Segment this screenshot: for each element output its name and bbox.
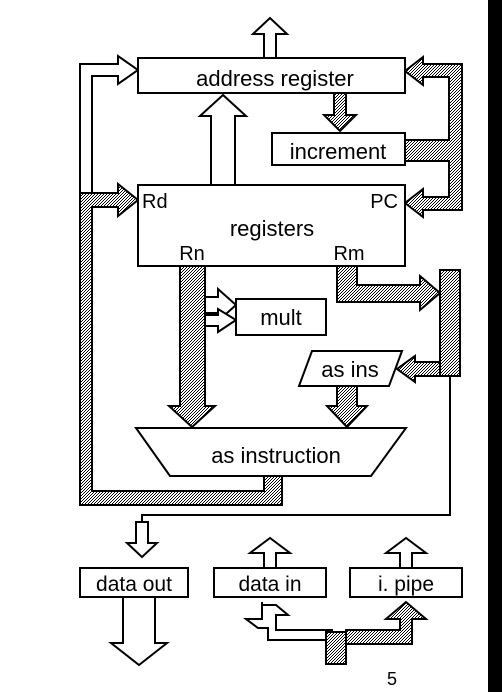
mult-box bbox=[235, 298, 327, 336]
data-out-in-arrow bbox=[124, 521, 160, 559]
rn-to-mult-arrow bbox=[204, 286, 238, 324]
pc-loop-bus bbox=[403, 54, 463, 220]
data-in-up-arrow bbox=[247, 536, 293, 569]
address-to-increment-arrow bbox=[321, 92, 359, 133]
as-ins-label: as ins bbox=[321, 357, 378, 382]
data-out-arrow bbox=[108, 596, 170, 667]
rm-label: Rm bbox=[333, 243, 364, 265]
data-out-box bbox=[79, 567, 189, 598]
memory-to-data-in-line bbox=[243, 602, 333, 641]
rn-to-alu-bus bbox=[166, 265, 218, 429]
alu-label: as instruction bbox=[211, 443, 341, 468]
shifter-to-alu-arrow bbox=[324, 385, 370, 429]
rn-label: Rn bbox=[179, 243, 205, 265]
address-register-box bbox=[137, 57, 406, 94]
data-in-box bbox=[213, 567, 327, 598]
registers-label: registers bbox=[230, 216, 314, 241]
increment-label: increment bbox=[290, 139, 387, 164]
data-in-label: data in bbox=[238, 573, 301, 596]
address-out-arrow bbox=[250, 16, 290, 59]
alu-box bbox=[134, 427, 408, 477]
right-edge-bar bbox=[488, 0, 502, 692]
rm-to-mux-bus bbox=[336, 265, 442, 313]
address-register-label: address register bbox=[196, 66, 354, 91]
registers-box bbox=[137, 184, 406, 267]
i-pipe-label: i. pipe bbox=[378, 573, 434, 596]
page-number: 5 bbox=[387, 669, 397, 689]
increment-box bbox=[271, 132, 406, 166]
i-pipe-box bbox=[349, 567, 463, 598]
ipipe-up-arrow bbox=[383, 536, 429, 569]
rd-label: Rd bbox=[142, 191, 168, 213]
as-ins-box bbox=[297, 350, 404, 387]
registers-to-address-arrow bbox=[197, 93, 249, 186]
memory-bus-stem bbox=[325, 631, 347, 665]
data-out-label: data out bbox=[96, 573, 172, 596]
pc-label: PC bbox=[370, 191, 398, 213]
mux-bar bbox=[439, 269, 461, 377]
mult-return-arrow bbox=[204, 307, 238, 334]
mux-to-shifter-arrow bbox=[395, 354, 441, 384]
mult-label: mult bbox=[260, 305, 302, 330]
